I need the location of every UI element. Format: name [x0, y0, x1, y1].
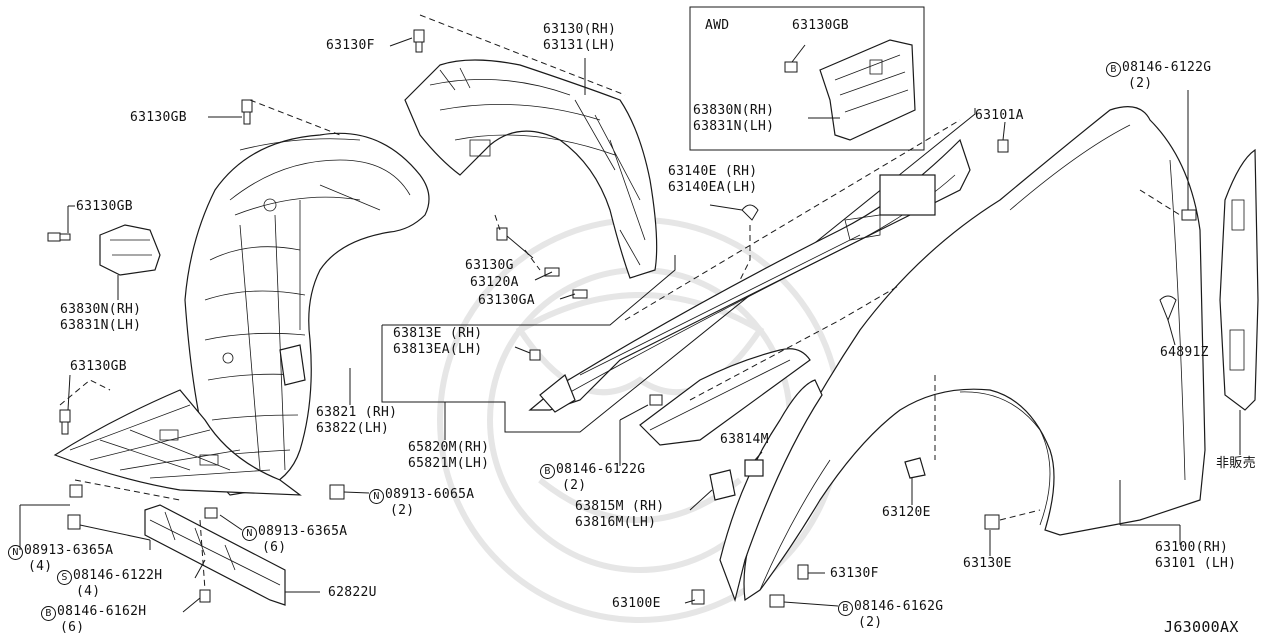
- awd-bracket: [819, 39, 916, 141]
- fender-front-strip: [719, 379, 823, 603]
- label-08913-6365A-right-qty: (6): [262, 540, 287, 555]
- label-63130F-top: 63130F: [326, 38, 375, 53]
- label-63814M: 63814M: [720, 432, 769, 447]
- label-63130GB-a: 63130GB: [130, 110, 187, 125]
- nut-prefix-n: N: [369, 489, 384, 504]
- bolt-prefix-b: B: [540, 464, 555, 479]
- label-63131-lh: 63131(LH): [543, 38, 617, 53]
- label-08146-6122G-mid-qty: (2): [562, 478, 587, 493]
- label-63822: 63822(LH): [316, 421, 390, 436]
- label-63130GA: 63130GA: [478, 293, 535, 308]
- label-63120E: 63120E: [882, 505, 931, 520]
- label-63120A: 63120A: [470, 275, 519, 290]
- clip-63120E: [904, 457, 926, 479]
- label-08146-6122H-qty: (4): [76, 584, 101, 599]
- awd-inset-box: [689, 6, 925, 151]
- awd-line-2: 63831N(LH): [693, 119, 775, 134]
- dashed-lines: [59, 14, 1181, 591]
- label-63130E: 63130E: [963, 556, 1012, 571]
- label-08146-6122G-top-qty: (2): [1128, 76, 1153, 91]
- strip-62822U: [144, 504, 286, 606]
- bolt-prefix-b: B: [838, 601, 853, 616]
- label-63140EA: 63140EA(LH): [668, 180, 758, 195]
- label-63816M: 63816M(LH): [575, 515, 657, 530]
- label-63130-rh: 63130(RH): [543, 22, 617, 37]
- label-not-for-sale: 非販売: [1216, 456, 1256, 471]
- front-liner-63130: [404, 59, 658, 279]
- part-63814M: [744, 459, 764, 477]
- sill-reinforcement: [528, 138, 971, 413]
- label-08913-6365A-left-qty: (4): [28, 559, 53, 574]
- label-08146-6162G-qty: (2): [858, 615, 883, 630]
- label-63101: 63101 (LH): [1155, 556, 1237, 571]
- label-63100E: 63100E: [612, 596, 661, 611]
- label-08913-6065A-qty: (2): [390, 503, 415, 518]
- label-62822U: 62822U: [328, 585, 377, 600]
- bolt-prefix-b: B: [41, 606, 56, 621]
- label-63130GB-c: 63130GB: [70, 359, 127, 374]
- label-63140E: 63140E (RH): [668, 164, 758, 179]
- label-63130GB-b: 63130GB: [76, 199, 133, 214]
- screw-prefix-s: S: [57, 570, 72, 585]
- label-63101A: 63101A: [975, 108, 1024, 123]
- splash-65820M: [639, 348, 811, 446]
- awd-line-1: 63830N(RH): [693, 103, 775, 118]
- label-63100: 63100(RH): [1155, 540, 1229, 555]
- nut-prefix-n: N: [242, 526, 257, 541]
- nut-prefix-n: N: [8, 545, 23, 560]
- label-63830N: 63830N(RH): [60, 302, 142, 317]
- label-63813EA: 63813EA(LH): [393, 342, 483, 357]
- fender-liner-63821: [184, 132, 430, 496]
- label-63130G: 63130G: [465, 258, 514, 273]
- bolt-prefix-b: B: [1106, 62, 1121, 77]
- bracket-box-65820M: [381, 108, 976, 433]
- label-63815M: 63815M (RH): [575, 499, 665, 514]
- label-64891Z: 64891Z: [1160, 345, 1209, 360]
- label-63831N: 63831N(LH): [60, 318, 142, 333]
- fasteners: [47, 29, 1197, 608]
- label-63813E: 63813E (RH): [393, 326, 483, 341]
- fender-molding: [1219, 148, 1259, 411]
- part-63815M: [709, 469, 736, 501]
- label-65820M: 65820M(RH): [408, 440, 490, 455]
- label-08146-6162H-left-qty: (6): [60, 620, 85, 635]
- diagram-code: J63000AX: [1164, 618, 1239, 636]
- front-fender-63100: [743, 106, 1206, 602]
- label-65821M: 65821M(LH): [408, 456, 490, 471]
- bracket-63830N: [99, 224, 161, 276]
- label-63130F-bottom: 63130F: [830, 566, 879, 581]
- leader-lines: [19, 37, 1241, 613]
- awd-title: AWD: [705, 18, 730, 33]
- under-cover: [53, 389, 302, 496]
- label-63821: 63821 (RH): [316, 405, 398, 420]
- awd-part-label: 63130GB: [792, 18, 849, 33]
